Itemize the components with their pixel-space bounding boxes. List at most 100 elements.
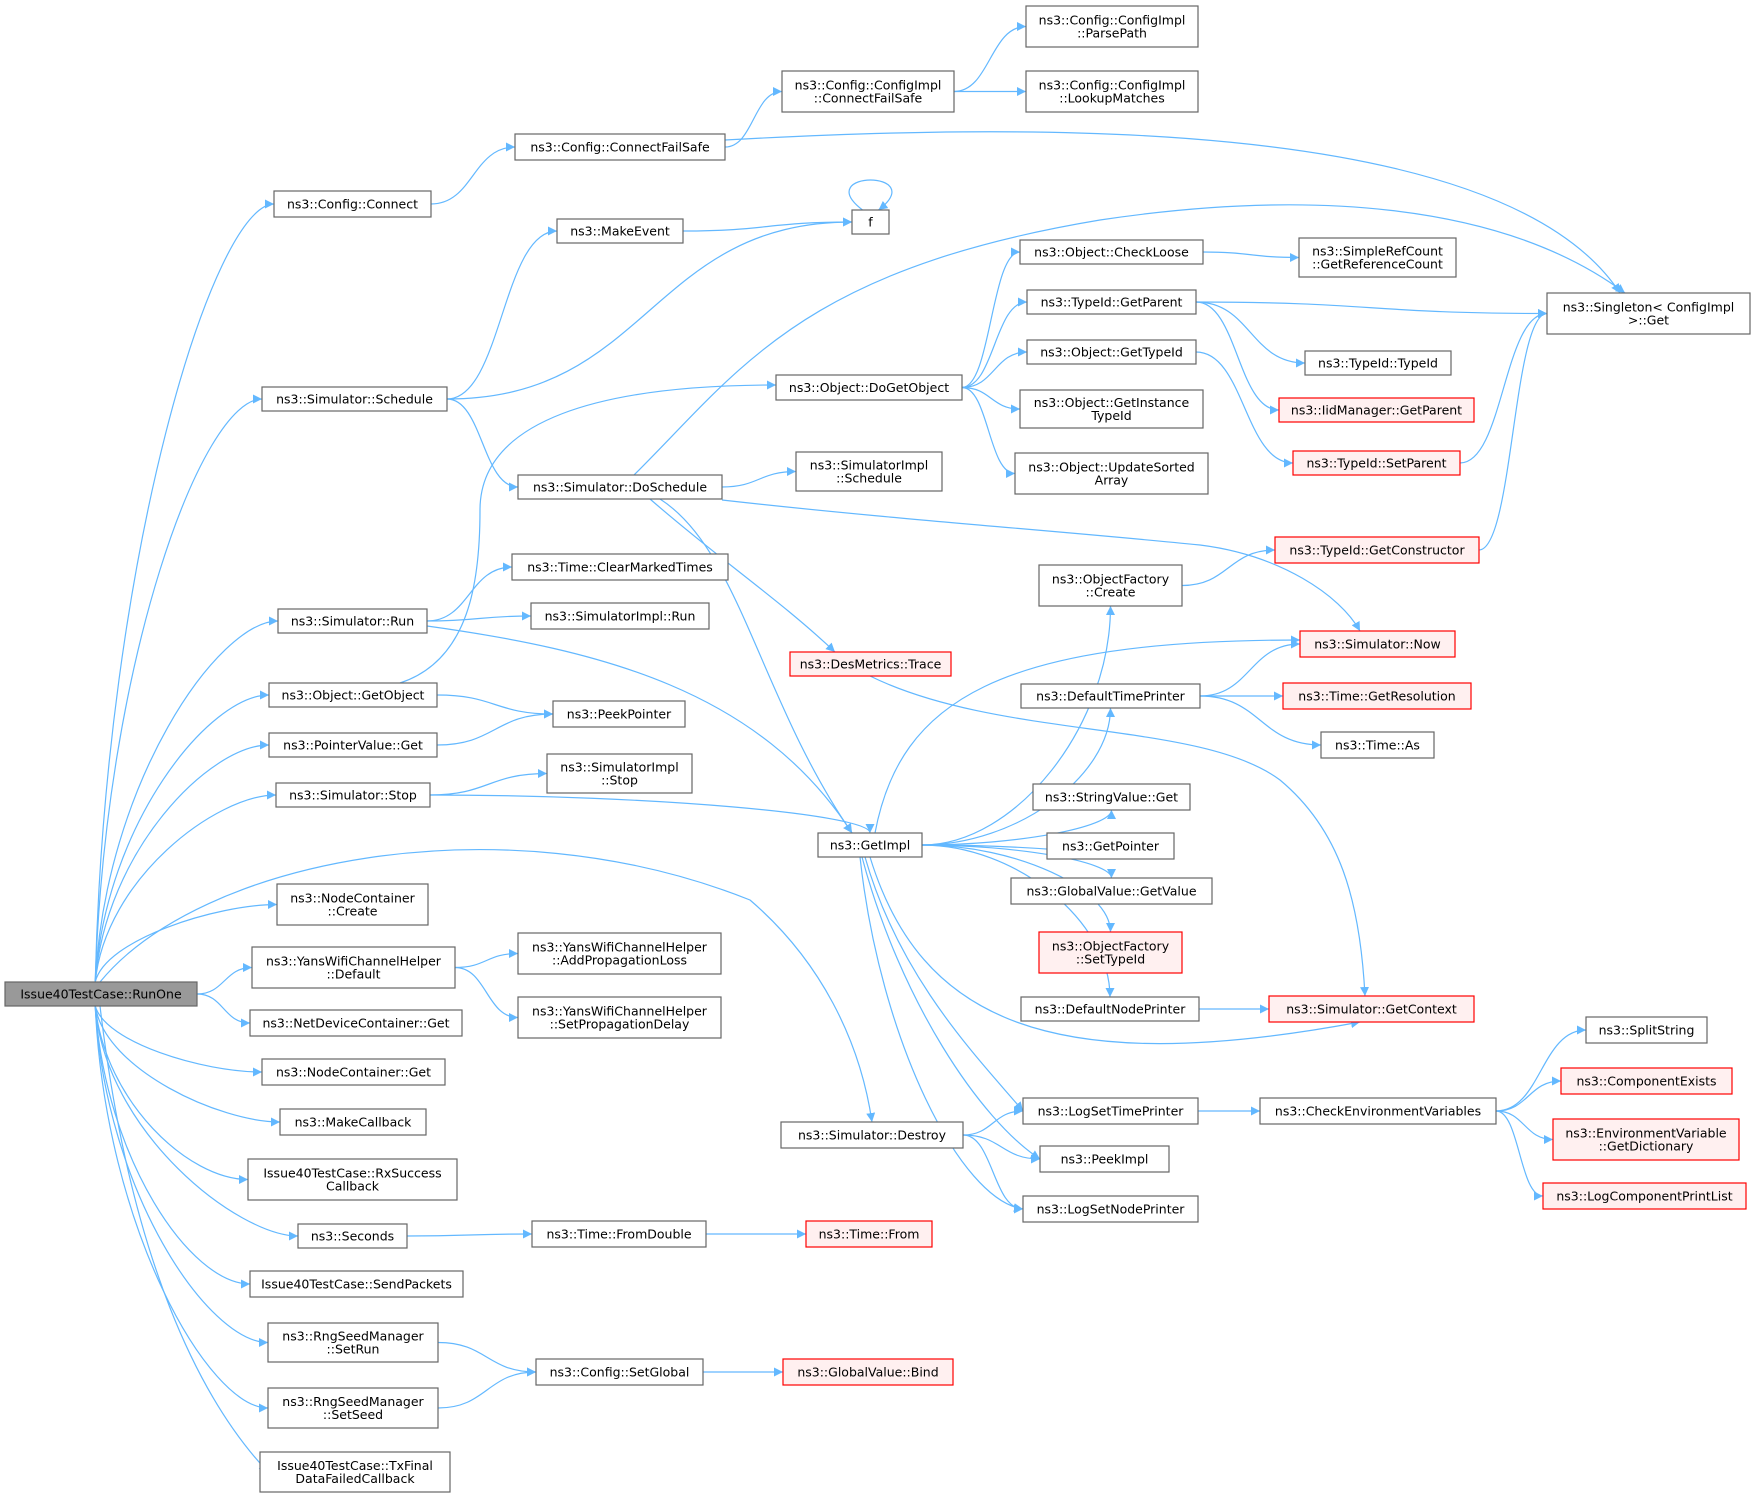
call-edge-n38-to-n31 — [921, 707, 1115, 846]
function-node[interactable]: ns3::Simulator::Run — [277, 608, 428, 634]
function-node[interactable]: ns3::MakeEvent — [556, 218, 684, 244]
function-node[interactable]: ns3::Simulator::Stop — [275, 782, 431, 808]
node-label: ::Create — [328, 904, 378, 919]
function-node[interactable]: ns3::GetPointer — [1046, 832, 1175, 860]
node-label: ns3::SimulatorImpl — [560, 760, 678, 775]
node-label: ns3::GetImpl — [830, 838, 910, 853]
function-node[interactable]: ns3::YansWifiChannelHelper::Default — [251, 946, 456, 989]
function-node[interactable]: ns3::EnvironmentVariable::GetDictionary — [1552, 1118, 1740, 1161]
function-node[interactable]: ns3::PeekImpl — [1039, 1145, 1170, 1173]
function-node[interactable]: ns3::MakeCallback — [279, 1108, 427, 1136]
function-node[interactable]: ns3::TypeId::GetParent — [1026, 289, 1197, 315]
function-node[interactable]: ns3::Time::From — [805, 1220, 933, 1248]
function-node[interactable]: ns3::TypeId::SetParent — [1292, 450, 1461, 476]
function-node[interactable]: ns3::YansWifiChannelHelper::SetPropagati… — [517, 996, 722, 1039]
function-node[interactable]: ns3::TypeId::TypeId — [1304, 350, 1452, 376]
function-node[interactable]: ns3::GetImpl — [817, 832, 923, 858]
function-node[interactable]: ns3::Simulator::Schedule — [261, 386, 448, 412]
function-node[interactable]: ns3::SimpleRefCount::GetReferenceCount — [1298, 237, 1457, 278]
function-node[interactable]: ns3::RngSeedManager::SetRun — [267, 1322, 439, 1363]
call-edge-n23-to-n24 — [426, 611, 532, 622]
node-label: ns3::MakeCallback — [295, 1115, 413, 1130]
node-label: ::Schedule — [836, 471, 902, 486]
function-node[interactable]: ns3::Object::CheckLoose — [1019, 239, 1204, 265]
function-node[interactable]: ns3::IidManager::GetParent — [1278, 397, 1475, 423]
node-label: ::AddPropagationLoss — [552, 953, 687, 968]
function-node[interactable]: ns3::Config::ConfigImpl::ConnectFailSafe — [781, 70, 955, 113]
function-node[interactable]: ns3::Config::ConfigImpl::ParsePath — [1025, 5, 1199, 48]
function-node[interactable]: ns3::RngSeedManager::SetSeed — [267, 1387, 439, 1429]
function-node[interactable]: Issue40TestCase::TxFinalDataFailedCallba… — [259, 1451, 451, 1493]
node-label: ns3::Object::GetTypeId — [1040, 345, 1183, 360]
function-node[interactable]: ns3::DefaultNodePrinter — [1020, 996, 1200, 1022]
function-node[interactable]: ns3::LogComponentPrintList — [1542, 1182, 1747, 1210]
function-node[interactable]: ns3::Config::Connect — [273, 190, 432, 218]
function-node[interactable]: ns3::SimulatorImpl::Stop — [546, 753, 693, 794]
function-node[interactable]: ns3::Time::ClearMarkedTimes — [511, 553, 729, 581]
function-node[interactable]: ns3::StringValue::Get — [1032, 783, 1191, 811]
call-edge-n43-to-n44 — [454, 949, 519, 969]
function-node[interactable]: ns3::Config::SetGlobal — [535, 1358, 704, 1386]
node-box — [4, 981, 198, 1007]
node-label: ::LookupMatches — [1059, 91, 1165, 106]
node-label: ns3::TypeId::GetConstructor — [1289, 543, 1465, 558]
function-node[interactable]: ns3::Time::FromDouble — [531, 1220, 707, 1248]
call-edge-n7-to-n8 — [682, 217, 853, 232]
node-label: ns3::GlobalValue::Bind — [797, 1365, 938, 1380]
function-node[interactable]: ns3::Object::GetTypeId — [1026, 339, 1197, 365]
call-edge-n56-to-n54 — [962, 1106, 1024, 1136]
function-node[interactable]: ns3::CheckEnvironmentVariables — [1259, 1097, 1497, 1125]
node-label: ns3::YansWifiChannelHelper — [532, 940, 708, 955]
node-box — [1022, 1195, 1199, 1223]
function-node[interactable]: ns3::NetDeviceContainer::Get — [249, 1009, 463, 1037]
function-node[interactable]: ns3::NodeContainer::Get — [261, 1058, 446, 1086]
root-node[interactable]: Issue40TestCase::RunOne — [4, 981, 198, 1007]
function-node[interactable]: ns3::Config::ConfigImpl::LookupMatches — [1025, 70, 1199, 113]
call-edge-n56-to-n57 — [962, 1134, 1041, 1164]
function-node[interactable]: ns3::Seconds — [297, 1223, 408, 1249]
function-node[interactable]: ns3::Singleton< ConfigImpl>::Get — [1546, 292, 1751, 335]
node-label: ns3::MakeEvent — [570, 224, 670, 239]
function-node[interactable]: ns3::SimulatorImpl::Schedule — [795, 451, 943, 492]
call-edge-n31-to-n27 — [1199, 639, 1301, 697]
function-node[interactable]: Issue40TestCase::SendPackets — [249, 1270, 464, 1298]
function-node[interactable]: ns3::ObjectFactory::Create — [1038, 564, 1183, 607]
function-node[interactable]: ns3::Simulator::Now — [1299, 630, 1456, 658]
function-node[interactable]: ns3::YansWifiChannelHelper::AddPropagati… — [517, 932, 722, 975]
function-node[interactable]: ns3::Simulator::GetContext — [1268, 995, 1475, 1023]
function-node[interactable]: ns3::Simulator::Destroy — [780, 1121, 964, 1149]
function-node[interactable]: ns3::Time::GetResolution — [1282, 682, 1472, 710]
function-node[interactable]: ns3::TypeId::GetConstructor — [1274, 536, 1480, 564]
node-label: f — [868, 215, 873, 230]
function-node[interactable]: ns3::PointerValue::Get — [268, 732, 438, 758]
function-node[interactable]: ns3::ObjectFactory::SetTypeId — [1038, 931, 1183, 974]
function-node[interactable]: ns3::Time::As — [1320, 731, 1435, 759]
function-node[interactable]: ns3::Object::DoGetObject — [775, 374, 963, 401]
call-edge-n2-to-n6 — [724, 131, 1621, 294]
function-node[interactable]: ns3::GlobalValue::Bind — [782, 1358, 954, 1386]
node-box — [782, 1358, 954, 1386]
function-node[interactable]: ns3::LogSetTimePrinter — [1022, 1097, 1199, 1125]
function-node[interactable]: f — [851, 209, 890, 235]
function-node[interactable]: ns3::PeekPointer — [552, 700, 686, 728]
function-node[interactable]: ns3::LogSetNodePrinter — [1022, 1195, 1199, 1223]
call-edge-n9-to-n10 — [446, 398, 519, 492]
function-node[interactable]: ns3::Simulator::DoSchedule — [517, 474, 723, 500]
function-node[interactable]: ns3::ComponentExists — [1560, 1067, 1733, 1095]
node-box — [1039, 1145, 1170, 1173]
function-node[interactable]: ns3::Config::ConnectFailSafe — [514, 133, 726, 161]
function-node[interactable]: ns3::DefaultTimePrinter — [1020, 683, 1201, 709]
call-edge-n12-to-n21 — [961, 386, 1016, 478]
function-node[interactable]: ns3::SplitString — [1585, 1016, 1708, 1044]
function-node[interactable]: ns3::Object::GetObject — [268, 682, 438, 708]
function-node[interactable]: ns3::SimulatorImpl::Run — [530, 602, 710, 630]
function-node[interactable]: ns3::NodeContainer::Create — [276, 883, 429, 926]
call-edge-n0-to-n56 — [99, 849, 876, 1123]
function-node[interactable]: ns3::DesMetrics::Trace — [789, 651, 952, 677]
node-box — [546, 753, 693, 794]
function-node[interactable]: ns3::GlobalValue::GetValue — [1010, 877, 1213, 905]
